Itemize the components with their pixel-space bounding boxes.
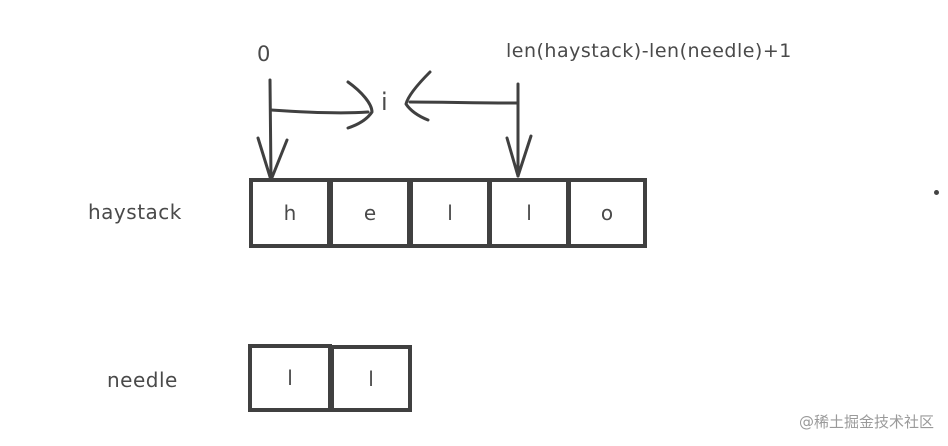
stray-dot [934,190,939,195]
needle-cell-char: l [287,366,293,390]
left-horizontal-arrow [269,108,370,115]
haystack-cell: h [249,178,331,248]
right-horizontal-arrow [408,100,520,105]
start-arrowhead [256,136,289,182]
watermark: @稀土掘金技术社区 [798,413,934,431]
needle-cell: l [330,345,412,412]
start-index-label: 0 [257,42,271,66]
upper-bound-label: len(haystack)-len(needle)+1 [506,40,792,62]
haystack-cell-char: h [283,201,297,225]
needle-label: needle [107,368,178,392]
haystack-cell: e [329,178,411,248]
haystack-label: haystack [88,200,182,224]
right-arrowhead [404,70,432,122]
left-arrowhead [346,80,374,130]
index-variable-label: i [381,88,389,116]
haystack-cell: l [409,178,491,248]
haystack-cell: o [567,178,647,248]
start-vertical-arrow [268,78,273,180]
haystack-cell-char: e [363,201,377,225]
haystack-cell-char: l [447,201,453,225]
haystack-cell-char: l [526,201,532,225]
haystack-cell-char: o [600,201,614,225]
haystack-cell: l [488,178,570,248]
end-arrowhead [505,134,533,178]
needle-cell: l [248,344,332,412]
needle-cell-char: l [368,366,374,391]
